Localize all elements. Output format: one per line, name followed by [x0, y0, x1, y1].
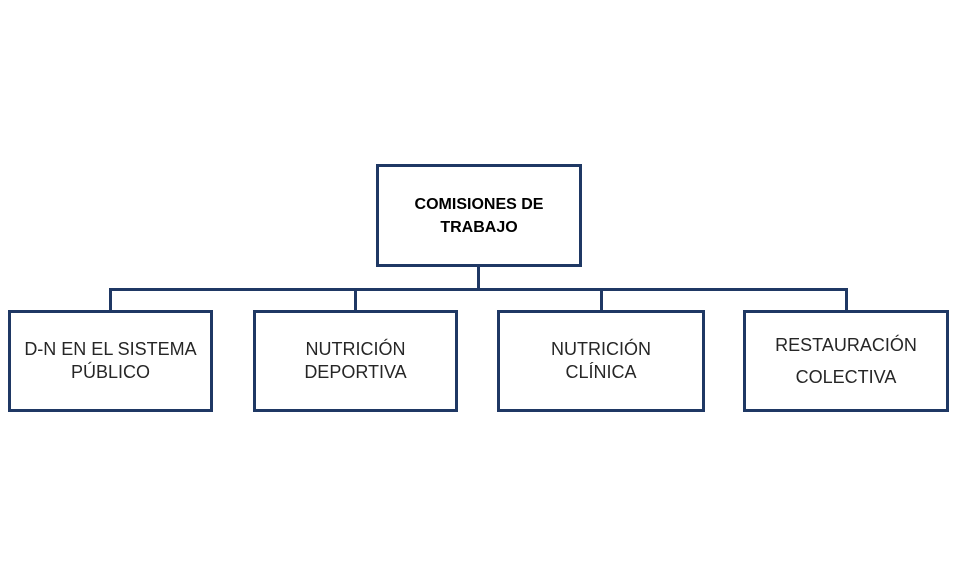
- child-box-restauracion-colectiva: RESTAURACIÓN COLECTIVA: [743, 310, 949, 412]
- connector-drop-child-3: [600, 288, 603, 311]
- child-box-label-line1: RESTAURACIÓN: [775, 335, 917, 355]
- root-box-comisiones-de-trabajo: COMISIONES DE TRABAJO: [376, 164, 582, 267]
- connector-drop-child-4: [845, 288, 848, 311]
- connector-horizontal-bar: [109, 288, 848, 291]
- child-box-label-line2: PÚBLICO: [70, 362, 151, 382]
- child-box-label-line1: D-N EN EL SISTEMA: [24, 339, 197, 359]
- connector-drop-child-1: [109, 288, 112, 311]
- child-box-label-line2: COLECTIVA: [795, 367, 897, 387]
- child-box-label-line1: NUTRICIÓN: [551, 339, 651, 359]
- child-box-nutricion-deportiva: NUTRICIÓN DEPORTIVA: [253, 310, 458, 412]
- root-box-label-line1: COMISIONES DE: [414, 195, 544, 213]
- connector-root-stub: [477, 267, 480, 291]
- connector-drop-child-2: [354, 288, 357, 311]
- child-box-nutricion-clinica: NUTRICIÓN CLÍNICA: [497, 310, 705, 412]
- child-box-label-line1: NUTRICIÓN: [305, 339, 406, 359]
- child-box-label-line2: DEPORTIVA: [304, 362, 407, 382]
- child-box-dn-sistema-publico: D-N EN EL SISTEMA PÚBLICO: [8, 310, 213, 412]
- root-box-label-line2: TRABAJO: [440, 218, 518, 236]
- child-box-label-line2: CLÍNICA: [565, 362, 637, 382]
